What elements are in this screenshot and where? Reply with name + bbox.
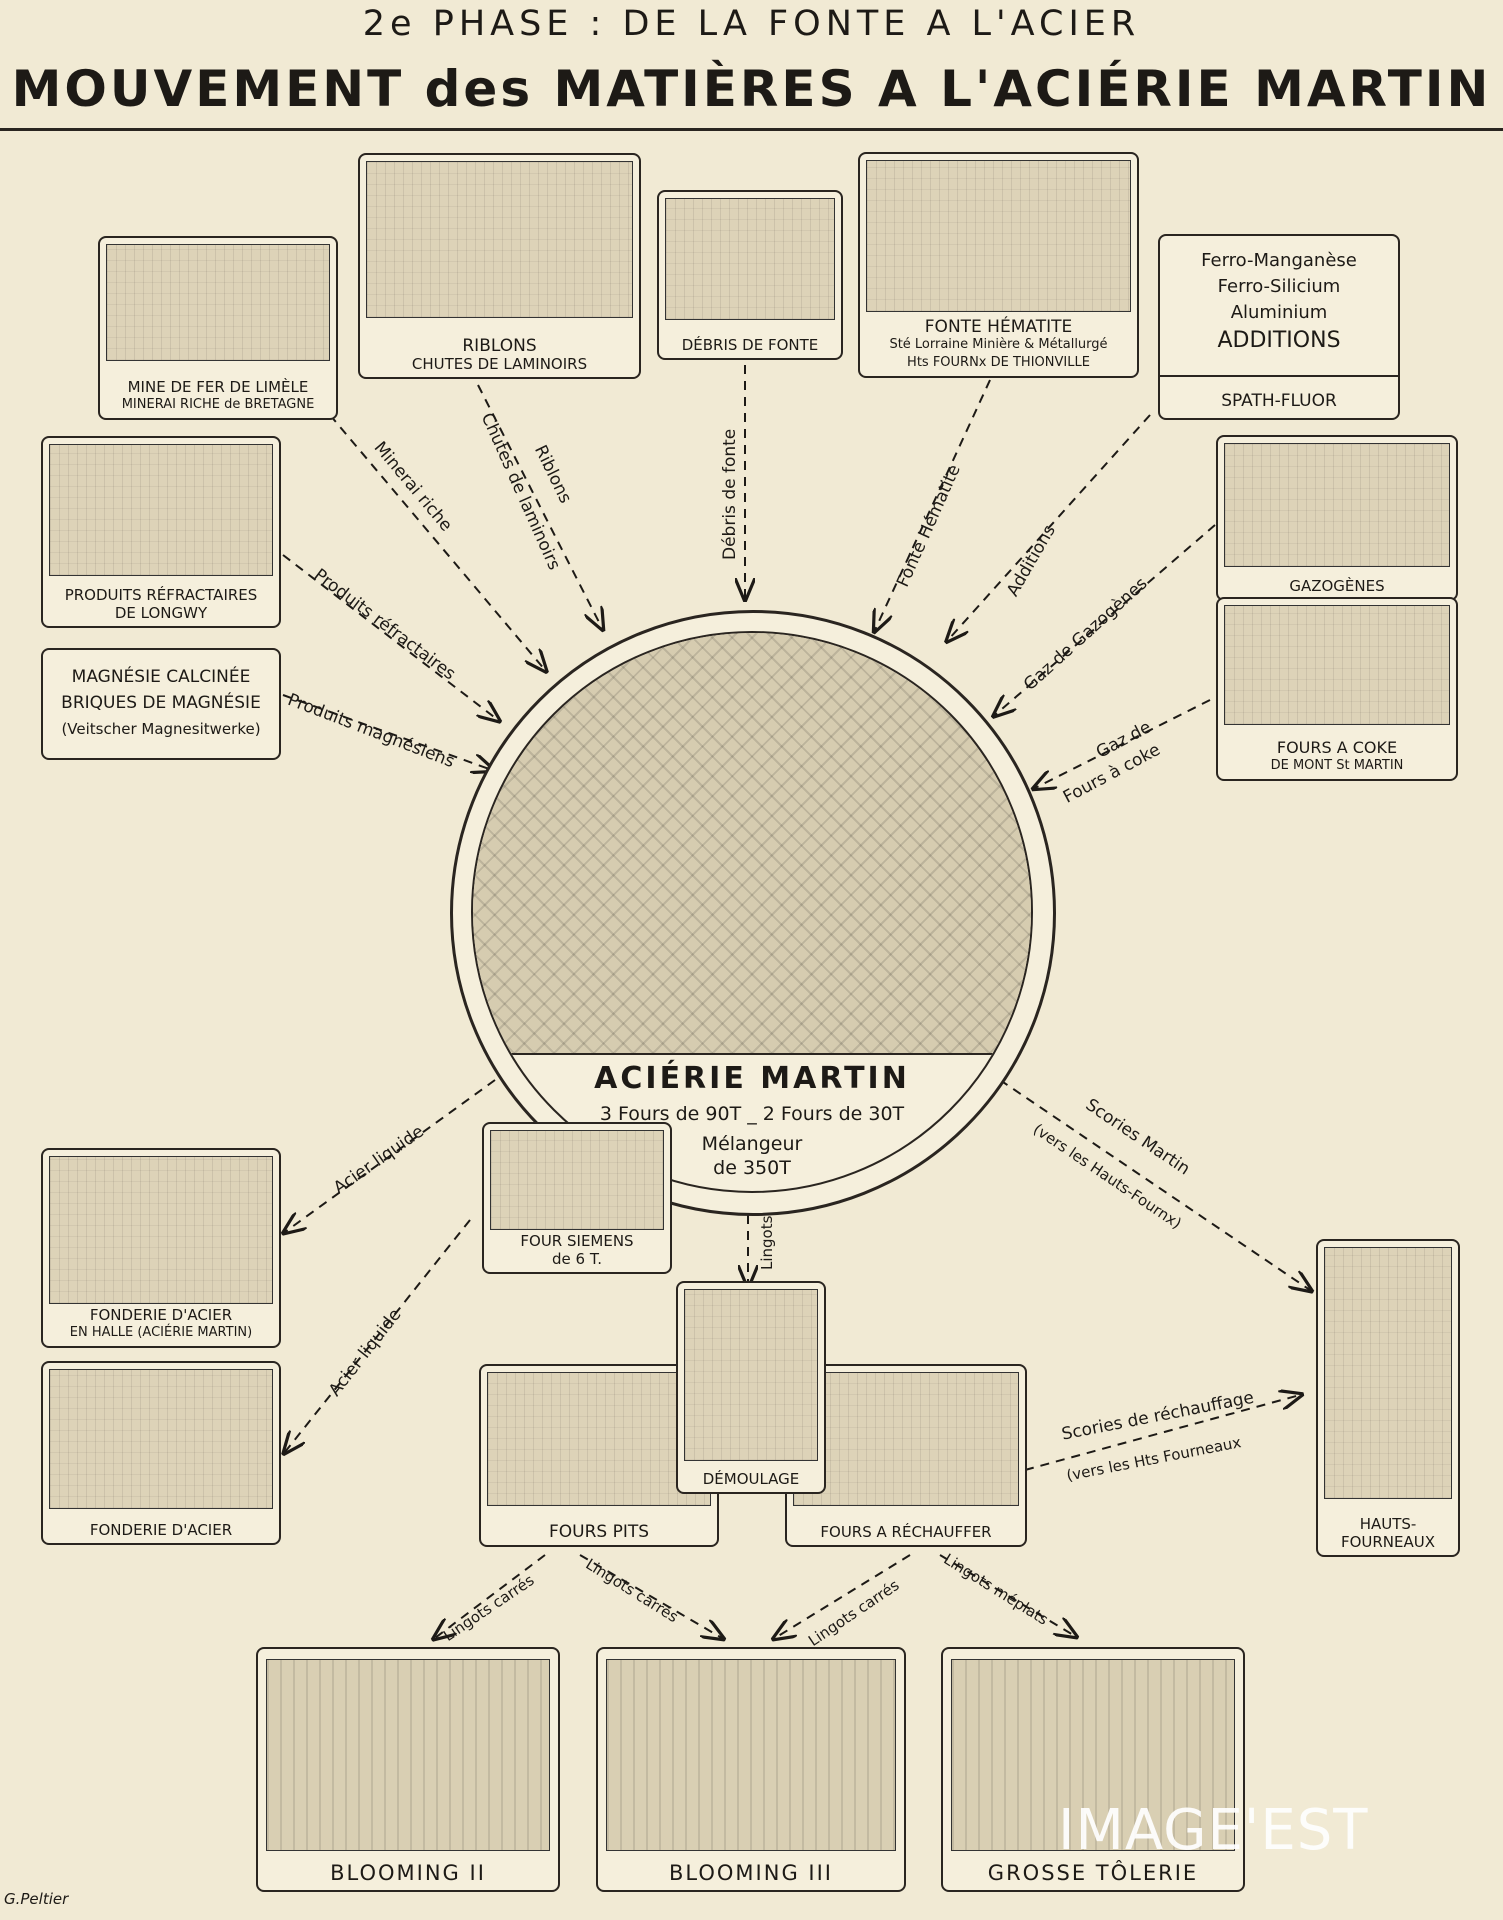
- artist-signature: G.Peltier: [4, 1890, 69, 1908]
- additions-item-1: Ferro-Manganèse: [1201, 250, 1357, 271]
- box-blooming-3: BLOOMING III: [596, 1647, 906, 1892]
- hauts-fourneaux-illustration: [1324, 1247, 1452, 1499]
- siemens-sublabel: de 6 T.: [552, 1250, 602, 1268]
- arrow-additions: [948, 414, 1151, 640]
- additions-item-3: Aluminium: [1230, 302, 1328, 323]
- acierie-martin-circle: ACIÉRIE MARTIN 3 Fours de 90T _ 2 Fours …: [450, 610, 1056, 1216]
- blooming-2-illustration: [266, 1659, 550, 1851]
- arrow-lc3: [775, 1554, 911, 1638]
- box-fonderie: FONDERIE D'ACIER: [41, 1361, 281, 1545]
- magnesie-line-1: MAGNÉSIE CALCINÉE: [71, 667, 251, 687]
- debris-label: DÉBRIS DE FONTE: [681, 336, 819, 354]
- coke-illustration: [1224, 605, 1450, 725]
- arrow-riblons: [477, 384, 602, 628]
- arrow-coke: [1035, 699, 1211, 788]
- demoulage-illustration: [684, 1289, 818, 1461]
- siemens-label: FOUR SIEMENS: [520, 1232, 634, 1250]
- phase-heading: 2e PHASE : DE LA FONTE A L'ACIER: [362, 4, 1141, 44]
- acierie-illustration: [473, 633, 1031, 1055]
- siemens-illustration: [490, 1130, 664, 1230]
- fonte-label: FONTE HÉMATITE: [924, 317, 1073, 337]
- grosse-tolerie-illustration: [951, 1659, 1235, 1851]
- fonte-illustration: [866, 160, 1131, 312]
- box-debris: DÉBRIS DE FONTE: [657, 190, 843, 360]
- box-blooming-2: BLOOMING II: [256, 1647, 560, 1892]
- box-gazogenes: GAZOGÈNES: [1216, 435, 1458, 601]
- fonderie-label: FONDERIE D'ACIER: [89, 1521, 233, 1539]
- flow-lingots: Lingots: [758, 1215, 776, 1270]
- fonderie-halle-illustration: [49, 1156, 273, 1304]
- hauts-label-1: HAUTS-: [1359, 1515, 1417, 1533]
- debris-illustration: [665, 198, 835, 320]
- arrow-acier1: [285, 1079, 496, 1232]
- coke-sublabel: DE MONT St MARTIN: [1270, 758, 1404, 773]
- fonte-sublabel-2: Hts FOURNx DE THIONVILLE: [907, 355, 1090, 370]
- arrow-lc1: [435, 1554, 546, 1638]
- pits-illustration: [487, 1372, 711, 1506]
- gazogenes-label: GAZOGÈNES: [1289, 577, 1385, 595]
- box-hauts-fourneaux: HAUTS-FOURNEAUX: [1316, 1239, 1460, 1557]
- arrow-magnes: [282, 694, 492, 770]
- watermark: IMAGE'EST: [1058, 1798, 1369, 1863]
- box-pits: FOURS PITS: [479, 1364, 719, 1547]
- arrow-scories: [999, 1079, 1310, 1290]
- acierie-fours: 3 Fours de 90T _ 2 Fours de 30T: [599, 1103, 905, 1125]
- gazogenes-illustration: [1224, 443, 1450, 567]
- refract-illustration: [49, 444, 273, 576]
- grosse-tolerie-label: GROSSE TÔLERIE: [987, 1861, 1199, 1885]
- riblons-illustration: [366, 161, 633, 318]
- coke-label: FOURS A COKE: [1276, 738, 1398, 757]
- arrow-lm: [939, 1554, 1075, 1636]
- acierie-melangeur: Mélangeur: [701, 1133, 803, 1155]
- demoulage-label: DÉMOULAGE: [702, 1470, 800, 1488]
- riblons-label: RIBLONS: [462, 336, 537, 356]
- mine-sublabel: MINERAI RICHE de BRETAGNE: [121, 397, 315, 412]
- acierie-capacity: de 350T: [713, 1157, 791, 1179]
- arrow-lc2: [579, 1554, 722, 1638]
- hauts-label-2: FOURNEAUX: [1340, 1533, 1436, 1551]
- additions-spath: SPATH-FLUOR: [1221, 391, 1337, 411]
- mine-label: MINE DE FER DE LIMÈLE: [127, 378, 309, 396]
- blooming-3-illustration: [606, 1659, 896, 1851]
- flow-debris: Débris de fonte: [720, 428, 740, 560]
- rechauffer-label: FOURS A RÉCHAUFFER: [820, 1523, 992, 1541]
- fonderie-halle-sublabel: EN HALLE (ACIÉRIE MARTIN): [69, 1325, 253, 1340]
- page-title: MOUVEMENT des MATIÈRES A L'ACIÉRIE MARTI…: [11, 60, 1492, 118]
- pits-label: FOURS PITS: [548, 1522, 650, 1542]
- arrow-acier2: [285, 1219, 471, 1452]
- magnesie-line-3: (Veitscher Magnesitwerke): [61, 720, 261, 738]
- magnesie-line-2: BRIQUES DE MAGNÉSIE: [61, 693, 261, 713]
- refract-label: PRODUITS RÉFRACTAIRES: [64, 586, 258, 604]
- additions-item-2: Ferro-Silicium: [1217, 276, 1341, 297]
- blooming-2-label: BLOOMING II: [330, 1861, 486, 1885]
- refract-sublabel: DE LONGWY: [114, 604, 208, 622]
- additions-heading: ADDITIONS: [1217, 328, 1341, 353]
- arrow-gazogenes: [995, 524, 1216, 715]
- mine-illustration: [106, 244, 330, 361]
- arrow-minerai: [329, 414, 545, 670]
- arrow-refract: [282, 554, 498, 720]
- blooming-3-label: BLOOMING III: [669, 1861, 833, 1885]
- arrow-fonte: [875, 379, 991, 630]
- box-additions: Ferro-Manganèse Ferro-Silicium Aluminium…: [1158, 234, 1400, 420]
- box-magnesie: MAGNÉSIE CALCINÉE BRIQUES DE MAGNÉSIE (V…: [41, 648, 281, 760]
- fonderie-illustration: [49, 1369, 273, 1509]
- header-rule: [0, 128, 1503, 131]
- fonte-sublabel-1: Sté Lorraine Minière & Métallurgé: [889, 337, 1108, 352]
- acierie-name: ACIÉRIE MARTIN: [594, 1061, 910, 1096]
- box-grosse-tolerie: GROSSE TÔLERIE: [941, 1647, 1245, 1892]
- box-demoulage: DÉMOULAGE: [676, 1281, 826, 1494]
- fonderie-halle-label: FONDERIE D'ACIER: [89, 1306, 233, 1324]
- riblons-sublabel: CHUTES DE LAMINOIRS: [411, 355, 588, 373]
- rechauffer-illustration: [793, 1372, 1019, 1506]
